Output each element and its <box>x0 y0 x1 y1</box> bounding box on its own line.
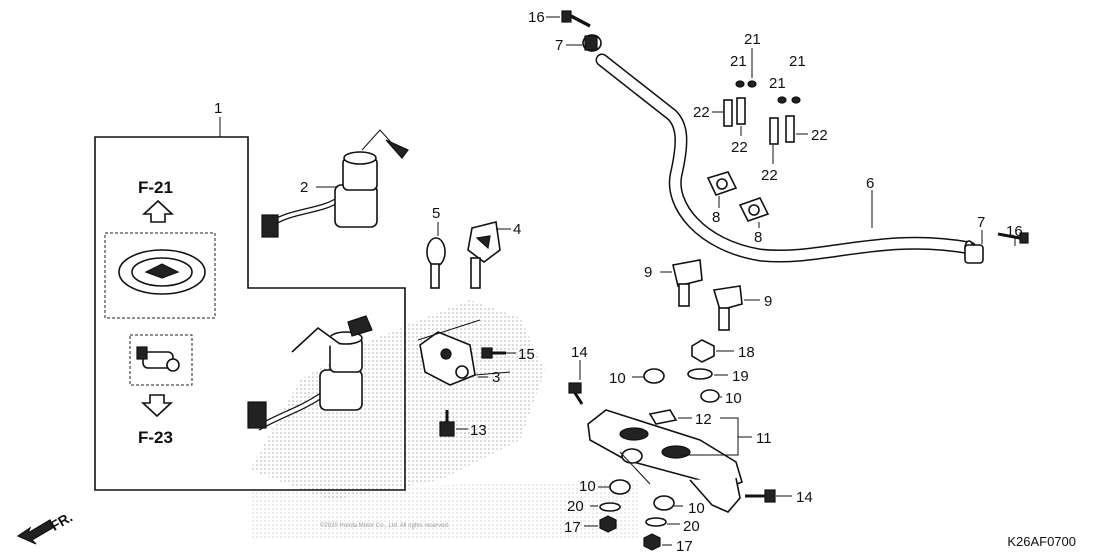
seat-lock-part <box>136 346 180 372</box>
callout-8a: 8 <box>712 209 720 226</box>
washer-21-part <box>735 80 801 104</box>
callout-17a: 17 <box>564 519 581 536</box>
washer-20-part <box>599 502 667 527</box>
key-blank-part <box>426 237 446 289</box>
weight-7-right-part <box>964 244 984 264</box>
nut-18-part <box>691 339 715 363</box>
callout-10b: 10 <box>725 390 742 407</box>
callout-21c: 21 <box>789 53 806 70</box>
callout-12: 12 <box>695 411 712 428</box>
bolt-16-right-part <box>997 232 1029 244</box>
callout-10d: 10 <box>688 500 705 517</box>
callout-22d: 22 <box>811 127 828 144</box>
callout-20b: 20 <box>683 518 700 535</box>
ignition-switch-part <box>261 129 409 238</box>
callout-2: 2 <box>300 179 308 196</box>
bolt-14-left-part <box>568 382 584 405</box>
callout-22b: 22 <box>731 139 748 156</box>
arrow-up-icon <box>141 199 175 223</box>
copyright-note: ©2020 Honda Motor Co., Ltd. All rights r… <box>320 522 450 529</box>
lower-holder-9b-part <box>712 285 743 331</box>
handlebar-pipe-part <box>595 53 977 263</box>
callout-14-right: 14 <box>796 489 813 506</box>
ref-f21: F-21 <box>138 178 173 197</box>
upper-holder-8a-part <box>706 171 738 196</box>
callout-5: 5 <box>432 205 440 222</box>
callout-21b: 21 <box>730 53 747 70</box>
ignition-kit-outline <box>94 136 406 491</box>
callout-3: 3 <box>492 369 500 386</box>
callout-9b: 9 <box>764 293 772 310</box>
front-arrow-icon <box>16 519 55 545</box>
bolt-16-top-part <box>561 10 591 28</box>
diagram-code: K26AF0700 <box>1007 534 1076 549</box>
holder-bolt-22-part <box>723 97 795 145</box>
lower-holder-9a-part <box>672 259 703 307</box>
callout-1: 1 <box>214 100 222 117</box>
callout-10a: 10 <box>609 370 626 387</box>
ignition-switch-kit-part <box>247 315 373 431</box>
callout-14-left: 14 <box>571 344 588 361</box>
callout-8b: 8 <box>754 229 762 246</box>
callout-19: 19 <box>732 368 749 385</box>
callout-20a: 20 <box>567 498 584 515</box>
washer-19-part <box>687 368 713 380</box>
callout-22c: 22 <box>761 167 778 184</box>
bolt-15-part <box>481 347 506 359</box>
fuel-cap-part <box>118 249 206 295</box>
key-part <box>467 221 501 289</box>
callout-6: 6 <box>866 175 874 192</box>
callout-11: 11 <box>756 430 772 447</box>
callout-9a: 9 <box>644 264 652 281</box>
callout-13: 13 <box>470 422 487 439</box>
top-bridge-part <box>587 409 743 513</box>
upper-holder-8b-part <box>738 197 770 222</box>
seat-lock-box <box>129 334 193 386</box>
weight-7-top-part <box>582 34 602 52</box>
cushion-10-part <box>609 368 720 511</box>
front-direction-label: FR. <box>48 509 76 534</box>
arrow-down-icon <box>140 394 174 418</box>
callout-16-top: 16 <box>528 9 545 26</box>
callout-15: 15 <box>518 346 535 363</box>
callout-16-right: 16 <box>1006 223 1023 240</box>
nut-17-part <box>599 515 661 551</box>
callout-4: 4 <box>513 221 521 238</box>
bolt-14-right-part <box>745 489 776 503</box>
switch-bracket-part <box>417 319 511 386</box>
callout-18: 18 <box>738 344 755 361</box>
callout-7-top: 7 <box>555 37 563 54</box>
callout-21a: 21 <box>744 31 761 48</box>
callout-10c: 10 <box>579 478 596 495</box>
callout-21d: 21 <box>769 75 786 92</box>
ref-f23: F-23 <box>138 428 173 447</box>
plate-12-part <box>648 409 678 425</box>
callout-17b: 17 <box>676 538 693 555</box>
fuel-cap-box <box>104 232 216 319</box>
callout-7-right: 7 <box>977 214 985 231</box>
callout-22a: 22 <box>693 104 710 121</box>
bolt-13-part <box>439 410 455 437</box>
